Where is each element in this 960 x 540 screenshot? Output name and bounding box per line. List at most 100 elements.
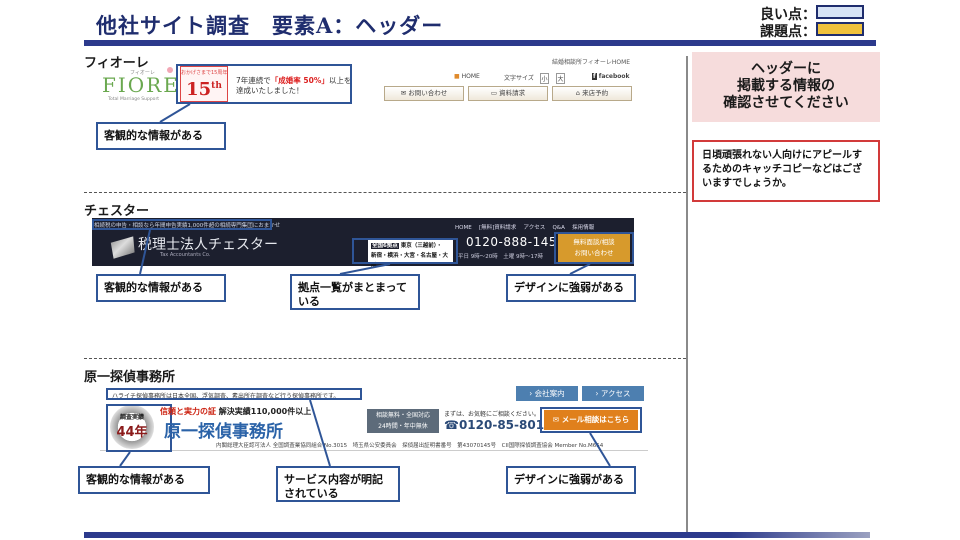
- fiore-contact-label: お問い合わせ: [408, 89, 448, 97]
- chester-nav-recruit[interactable]: 採用情報: [572, 225, 595, 231]
- fiore-contact-button[interactable]: ✉ お問い合わせ: [384, 86, 464, 101]
- hara-tab-access[interactable]: › アクセス: [582, 386, 644, 401]
- fiore-request-button[interactable]: ▭ 資料請求: [468, 86, 548, 101]
- fiore-home-link[interactable]: 結婚相談所フィオーレHOME: [552, 59, 631, 66]
- hara-info-line2: 24時間・年中無休: [378, 423, 428, 430]
- chester-firm-name: 税理士法人チェスター: [138, 237, 278, 253]
- svg-text:フィオーレ: フィオーレ: [130, 70, 155, 76]
- highlight-frame: [352, 238, 458, 264]
- mail-icon: ✉: [552, 415, 560, 424]
- chester-offices-line1: 東京（三越前）・: [400, 243, 443, 249]
- question-text: ヘッダーに 掲載する情報の 確認させてください: [723, 61, 849, 111]
- fiore-copy-line2: 達成いたしました！: [236, 86, 304, 95]
- hara-phone-number: 0120-85-8011: [458, 418, 553, 432]
- hara-tab-company[interactable]: › 会社案内: [516, 386, 578, 401]
- fiore-facebook-label: facebook: [598, 73, 630, 80]
- hara-phone[interactable]: ☎0120-85-8011: [444, 418, 552, 432]
- callout-hara-design: デザインに強弱がある: [506, 466, 636, 494]
- fiore-font-large[interactable]: 大: [556, 73, 565, 84]
- phone-icon: ☎: [444, 418, 459, 432]
- hara-firm-name: 原一探偵事務所: [164, 422, 283, 442]
- callout-hara-objective: 客観的な情報がある: [78, 466, 210, 494]
- hara-sub-rest: 解決実績110,000件以上: [216, 407, 312, 416]
- hara-subtitle: 信頼と実力の証 解決実績110,000件以上: [160, 406, 311, 417]
- chester-offices-box: 全国6拠点 東京（三越前）・ 新宿・横浜・大宮・名古屋・大阪: [368, 240, 453, 269]
- section-label-chester: チェスター: [84, 204, 150, 219]
- legend-bad-label: 課題点：: [760, 24, 816, 40]
- fiore-badge-small-text: おかげさまで15周年: [181, 70, 228, 76]
- section-divider: [84, 358, 686, 359]
- question-box: ヘッダーに 掲載する情報の 確認させてください: [692, 52, 880, 122]
- section-divider: [84, 192, 686, 193]
- fiore-catch-copy: 7年連続で「成婚率 50%」以上を 達成いたしました！: [236, 76, 351, 96]
- fiore-util-fontsize: 文字サイズ: [504, 73, 534, 82]
- hara-tagline: ハライチ探偵事務所は日本全国、浮気調査、素出所在調査など行う探偵事務所です。: [112, 393, 340, 400]
- section-label-fiore: フィオーレ: [84, 56, 149, 71]
- hara-mail-button[interactable]: ✉ メール相談はこちら: [544, 410, 638, 430]
- chester-nav-request[interactable]: [無料]資料請求: [478, 225, 517, 231]
- callout-chester-offices: 拠点一覧がまとまっている: [290, 274, 420, 310]
- fiore-request-label: 資料請求: [499, 89, 526, 97]
- bottom-bar: [84, 532, 870, 538]
- highlight-frame: [92, 219, 272, 230]
- chester-phone[interactable]: 0120-888-145: [466, 235, 558, 249]
- fiore-fontsize-label: 文字サイズ: [504, 75, 534, 82]
- facebook-icon: f: [592, 73, 597, 80]
- hara-free-note: まずは、お気軽にご相談ください。: [444, 411, 540, 418]
- hara-years-badge: 調査実績 44年: [110, 405, 154, 449]
- fiore-font-small[interactable]: 小: [540, 73, 549, 84]
- legend-good-swatch: [816, 5, 864, 19]
- house-icon: ⌂: [575, 89, 581, 97]
- fiore-util-home[interactable]: ■ HOME: [454, 73, 480, 80]
- chester-nav-qa[interactable]: Q&A: [552, 225, 565, 231]
- highlight-frame: [554, 232, 634, 264]
- highlight-frame: [176, 64, 352, 104]
- fiore-reserve-button[interactable]: ⌂ 来店予約: [552, 86, 632, 101]
- chester-contact-button[interactable]: 無料面談/相談 お問い合わせ: [558, 234, 630, 262]
- fiore-anniversary-badge: おかげさまで15周年 15th: [180, 66, 228, 102]
- fiore-util-home-label: HOME: [461, 73, 480, 80]
- chester-offices-label: 全国6拠点: [371, 243, 399, 249]
- chester-top-text: 相続税の申告・相談なら年間申告実績1,000件超の相続専門集団におまかせ: [94, 223, 281, 229]
- hara-badge-small: 調査実績: [119, 414, 144, 421]
- fiore-facebook-link[interactable]: f facebook: [592, 73, 630, 80]
- hara-info-line1: 相談無料・全国対応: [375, 412, 430, 419]
- hara-info-box: 相談無料・全国対応 24時間・年中無休: [367, 409, 439, 433]
- mail-icon: ✉: [400, 89, 407, 97]
- fiore-copy-highlight: 「成婚率 50%」: [270, 76, 329, 85]
- page-title: 他社サイト調査 要素A：ヘッダー: [96, 13, 444, 38]
- square-icon: ■: [454, 73, 460, 80]
- chester-nav-access[interactable]: アクセス: [523, 225, 546, 231]
- chester-header-bar: [92, 218, 634, 266]
- hara-mail-label: メール相談はこちら: [561, 415, 630, 424]
- section-label-hara: 原一探偵事務所: [84, 370, 176, 385]
- callout-chester-design: デザインに強弱がある: [506, 274, 636, 302]
- hara-badge-big: 44年: [116, 425, 148, 440]
- fiore-copy-suffix: 以上を: [328, 76, 352, 85]
- fiore-badge-number: 15: [186, 79, 212, 100]
- fiore-badge-suffix: th: [211, 81, 222, 91]
- chester-cta-line2: お問い合わせ: [574, 249, 614, 257]
- highlight-frame: [540, 407, 642, 433]
- fiore-reserve-label: 来店予約: [582, 89, 609, 97]
- vertical-divider: [686, 56, 688, 532]
- legend-good-label: 良い点：: [760, 7, 816, 23]
- highlight-frame: [106, 404, 172, 452]
- fiore-copy-prefix: 7年連続で: [236, 76, 271, 85]
- chester-nav-home[interactable]: HOME: [455, 225, 472, 231]
- chester-offices-line2: 新宿・横浜・大宮・名古屋・大阪: [371, 253, 449, 269]
- callout-chester-objective: 客観的な情報がある: [96, 274, 226, 302]
- fiore-logo: FIORE フィオーレ Total Marriage Support: [102, 67, 176, 102]
- callout-fiore-objective: 客観的な情報がある: [96, 122, 226, 150]
- svg-text:Total Marriage Support: Total Marriage Support: [107, 96, 159, 102]
- highlight-frame: [106, 388, 362, 400]
- hara-sub-red: 信頼と実力の証: [160, 407, 216, 416]
- chester-cta-line1: 無料面談/相談: [573, 238, 615, 246]
- legend-bad-swatch: [816, 22, 864, 36]
- chester-emblem-icon: [110, 236, 135, 259]
- chester-hours: 平日 9時〜20時 土曜 9時〜17時: [458, 254, 543, 260]
- chester-nav: HOME [無料]資料請求 アクセス Q&A 採用情報: [455, 223, 594, 231]
- svg-text:FIORE: FIORE: [102, 73, 176, 97]
- hara-license-text: 内閣総理大臣認可法人 全国調査業協同組合 No.3015 埼玉県公安委員会 探偵…: [216, 443, 604, 449]
